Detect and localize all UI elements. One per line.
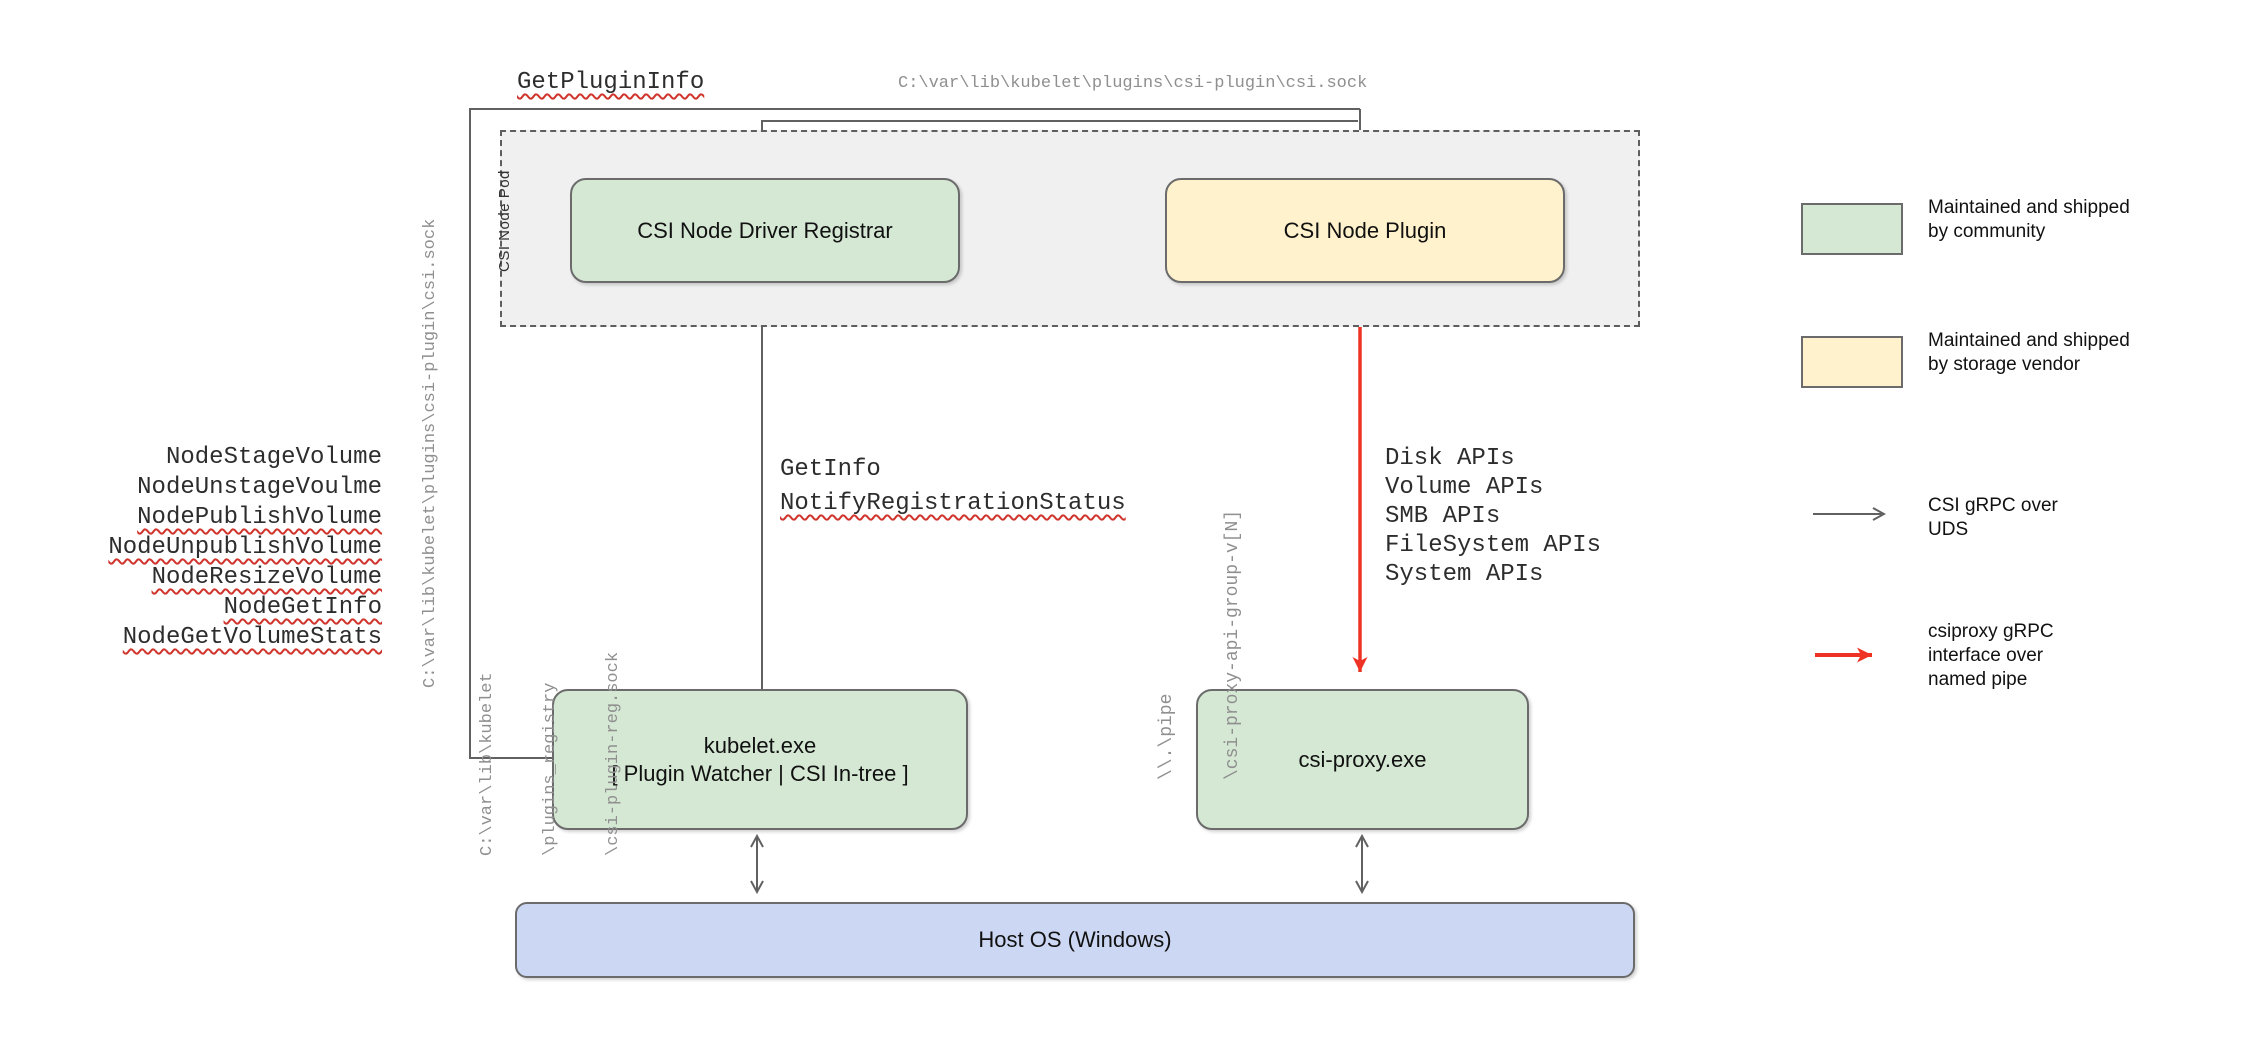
edge-kubelet-to-plugin <box>469 108 1360 759</box>
legend-vendor-text: Maintained and shipped by storage vendor <box>1928 330 2130 375</box>
legend-vendor-swatch <box>1801 336 1903 388</box>
label-get-plugin-info: GetPluginInfo <box>517 69 705 96</box>
node-op: NodeGetVolumeStats <box>122 624 382 651</box>
proxy-api: FileSystem APIs <box>1385 532 1602 559</box>
legend-community-swatch <box>1801 203 1903 255</box>
node-op: NodeUnpublishVolume <box>108 534 382 561</box>
node-op: NodeGetInfo <box>223 594 382 621</box>
node-ops-list: NodeStageVolume NodeUnstageVoulme NodePu… <box>82 443 382 653</box>
registrar-label: CSI Node Driver Registrar <box>637 217 893 243</box>
plugin-label: CSI Node Plugin <box>1283 217 1447 243</box>
node-op: NodeUnstageVoulme <box>137 474 382 501</box>
label-get-info: GetInfo <box>780 456 881 483</box>
csi-node-pod-label: CSI Node Pod <box>496 170 513 272</box>
proxy-api: Volume APIs <box>1385 474 1544 501</box>
node-csi-node-plugin: CSI Node Plugin <box>1165 178 1565 283</box>
label-csi-sock-top: C:\var\lib\kubelet\plugins\csi-plugin\cs… <box>898 74 1368 93</box>
label-csi-sock-left: C:\var\lib\kubelet\plugins\csi-plugin\cs… <box>421 218 440 688</box>
node-kubelet: kubelet.exe [ Plugin Watcher | CSI In-tr… <box>552 689 968 830</box>
label-notify-registration-status: NotifyRegistrationStatus <box>780 490 1126 517</box>
label-named-pipe: \\.\pipe \csi-proxy-api-group-v[N] <box>1157 509 1243 780</box>
proxy-api: SMB APIs <box>1385 503 1501 530</box>
node-op: NodeResizeVolume <box>151 564 382 591</box>
legend-community-text: Maintained and shipped by community <box>1928 197 2130 242</box>
node-csi-node-driver-registrar: CSI Node Driver Registrar <box>570 178 960 283</box>
legend-uds-text: CSI gRPC over UDS <box>1928 495 2058 540</box>
proxy-api: System APIs <box>1385 561 1544 588</box>
node-csi-proxy: csi-proxy.exe <box>1196 689 1529 830</box>
node-op: NodePublishVolume <box>137 504 382 531</box>
proxy-api: Disk APIs <box>1385 445 1515 472</box>
kubelet-label-line1: kubelet.exe <box>703 732 817 758</box>
proxy-api-list: Disk APIs Volume APIs SMB APIs FileSyste… <box>1385 444 1601 589</box>
legend-named-pipe-text: csiproxy gRPC interface over named pipe <box>1928 621 2054 690</box>
csi-proxy-label: csi-proxy.exe <box>1298 746 1427 772</box>
host-os-label: Host OS (Windows) <box>978 927 1172 952</box>
label-registry-sock: C:\var\lib\kubelet \plugins_registry \cs… <box>478 651 623 856</box>
node-op: NodeStageVolume <box>165 444 382 471</box>
node-host-os: Host OS (Windows) <box>515 902 1635 978</box>
kubelet-label-line2: [ Plugin Watcher | CSI In-tree ] <box>611 760 909 786</box>
